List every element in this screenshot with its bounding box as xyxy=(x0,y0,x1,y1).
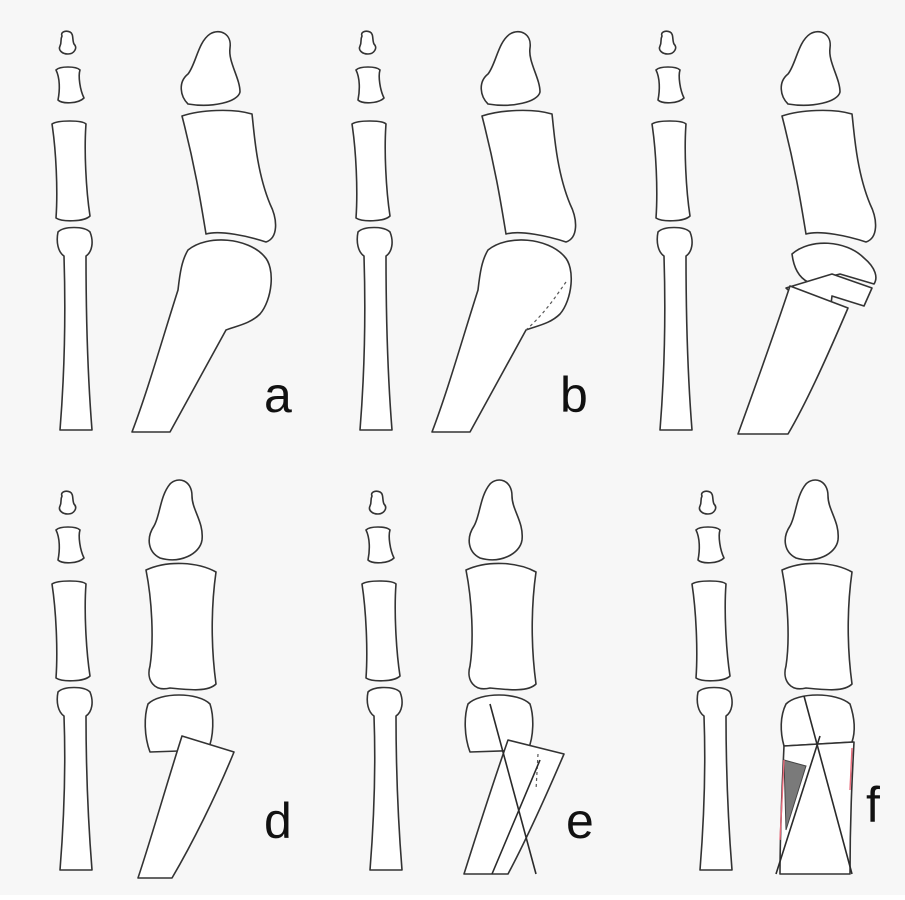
great-toe xyxy=(776,480,854,874)
rotated-metatarsal-shaft xyxy=(138,736,234,878)
great-toe-proximal-phalanx xyxy=(782,563,852,689)
great-toe-distal-phalanx xyxy=(469,480,522,560)
panel-f-drawing xyxy=(640,460,905,900)
lesser-toe-middle-phalanx xyxy=(366,527,394,563)
great-toe-distal-phalanx xyxy=(781,32,840,106)
great-toe-distal-phalanx xyxy=(785,480,838,560)
panel-d: d xyxy=(20,460,320,900)
lesser-toe-middle-phalanx xyxy=(56,67,84,103)
rotated-metatarsal-shaft xyxy=(464,740,564,874)
lesser-toe-distal-phalanx xyxy=(699,491,715,514)
panel-a-label: a xyxy=(264,370,292,420)
lesser-toe-proximal-phalanx xyxy=(652,121,690,221)
lesser-toe xyxy=(52,31,92,430)
lesser-toe-distal-phalanx xyxy=(59,491,75,514)
panel-d-label: d xyxy=(264,796,292,846)
great-toe-metatarsal-head xyxy=(132,240,271,432)
lesser-toe-middle-phalanx xyxy=(356,67,384,103)
lesser-toe-metatarsal xyxy=(697,688,732,871)
great-toe xyxy=(738,32,876,434)
great-toe-proximal-phalanx xyxy=(146,563,216,689)
great-toe-proximal-phalanx xyxy=(782,110,876,242)
great-toe-proximal-phalanx xyxy=(182,110,276,242)
lesser-toe-distal-phalanx xyxy=(659,31,675,54)
lesser-toe-middle-phalanx xyxy=(656,67,684,103)
lesser-toe-proximal-phalanx xyxy=(52,121,90,221)
panel-f: f xyxy=(640,460,905,900)
great-toe-proximal-phalanx xyxy=(466,563,536,689)
lesser-toe xyxy=(692,491,732,870)
panel-e-label: e xyxy=(566,796,594,846)
lesser-toe-metatarsal xyxy=(57,228,92,431)
panel-f-label: f xyxy=(866,780,880,830)
lesser-toe-proximal-phalanx xyxy=(352,121,390,221)
panel-b: b xyxy=(320,20,620,460)
great-toe xyxy=(138,480,234,878)
metatarsal-head xyxy=(781,695,854,746)
lesser-toe xyxy=(652,31,692,430)
panel-c-drawing xyxy=(620,20,905,460)
lesser-toe xyxy=(352,31,392,430)
lesser-toe-middle-phalanx xyxy=(696,527,724,563)
lesser-toe-metatarsal xyxy=(367,688,402,871)
metatarsal-shaft xyxy=(738,286,848,434)
lesser-toe-metatarsal xyxy=(357,228,392,431)
lesser-toe-proximal-phalanx xyxy=(52,581,90,681)
lesser-toe-metatarsal xyxy=(57,688,92,871)
lesser-toe-proximal-phalanx xyxy=(362,581,400,681)
great-toe xyxy=(432,32,576,432)
panel-a: a xyxy=(20,20,320,460)
lesser-toe xyxy=(362,491,402,870)
great-toe xyxy=(464,480,564,874)
lesser-toe-metatarsal xyxy=(657,228,692,431)
lesser-toe-middle-phalanx xyxy=(56,527,84,563)
great-toe-proximal-phalanx xyxy=(482,110,576,242)
great-toe xyxy=(132,32,276,432)
great-toe-metatarsal-head xyxy=(432,240,571,432)
lesser-toe-distal-phalanx xyxy=(359,31,375,54)
great-toe-distal-phalanx xyxy=(149,480,202,560)
lesser-toe-distal-phalanx xyxy=(369,491,385,514)
lesser-toe-distal-phalanx xyxy=(59,31,75,54)
great-toe-distal-phalanx xyxy=(481,32,540,106)
great-toe-distal-phalanx xyxy=(181,32,240,106)
panel-b-label: b xyxy=(560,370,588,420)
lesser-toe xyxy=(52,491,92,870)
panel-c xyxy=(620,20,905,460)
panel-e: e xyxy=(330,460,630,900)
lesser-toe-proximal-phalanx xyxy=(692,581,730,681)
